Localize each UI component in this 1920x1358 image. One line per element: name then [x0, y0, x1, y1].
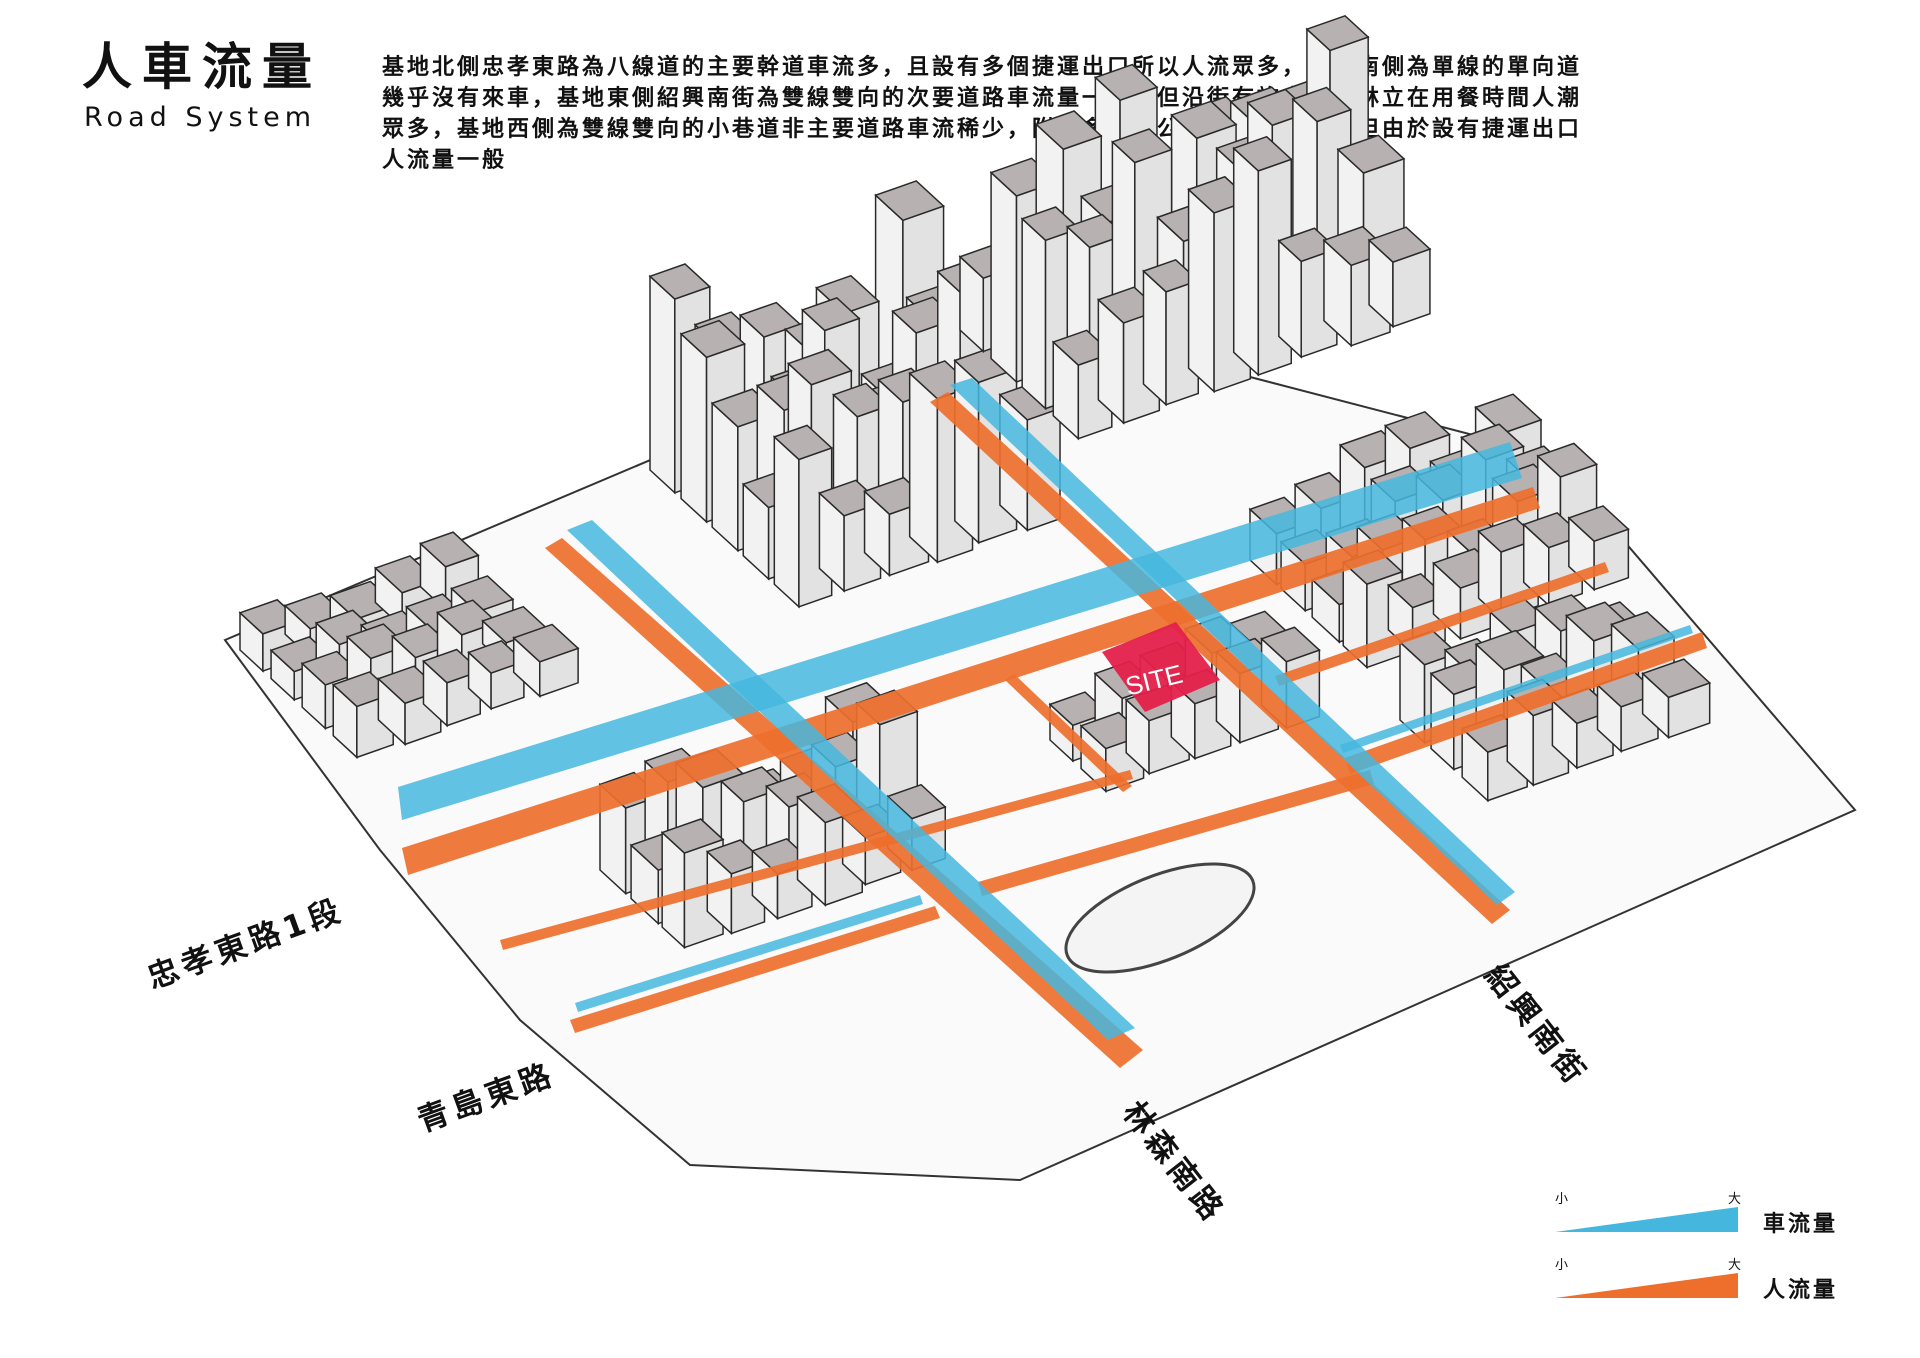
building-face: [1474, 629, 1545, 671]
car-flow-roads: [398, 378, 1693, 1040]
people-flow-east-b: [1345, 632, 1707, 774]
building-face: [886, 783, 947, 820]
building-face: [1367, 226, 1432, 263]
building-face: [786, 348, 853, 386]
legend-car-small: 小: [1555, 1192, 1569, 1207]
legend-people-label: 人流量: [1763, 1278, 1839, 1303]
building-face: [990, 170, 1018, 384]
building-face: [1305, 14, 1370, 52]
building-face: [1232, 146, 1260, 377]
page-subtitle: Road System: [84, 102, 317, 133]
people-flow-linsen: [545, 538, 1143, 1068]
description-line: 幾乎沒有來車，基地東側紹興南街為雙線雙向的次要道路車流量一般，但沿街有許多餐廳林…: [382, 86, 1583, 111]
running-track: [1064, 862, 1256, 974]
building-face: [1187, 187, 1215, 394]
building-face: [1093, 63, 1159, 102]
building-face: [1232, 135, 1293, 172]
legend-car-label: 車流量: [1763, 1212, 1839, 1237]
building-face: [800, 297, 861, 332]
legend-car-wedge: [1555, 1207, 1738, 1232]
people-flow-site-south: [978, 770, 1374, 896]
description-text: 基地北側忠孝東路為八線道的主要幹道車流多，且設有多個捷運出口所以人流眾多，基地南…: [382, 52, 1782, 176]
people-flow-roads: [402, 392, 1707, 1068]
building-face: [1536, 442, 1599, 478]
people-flow-shaoxing: [930, 392, 1510, 924]
building-face: [1110, 128, 1174, 164]
page-title: 人車流量: [82, 38, 322, 96]
building-face: [679, 319, 746, 359]
description-line: 基地北側忠孝東路為八線道的主要幹道車流多，且設有多個捷運出口所以人流眾多，基地南…: [382, 55, 1583, 80]
building-face: [649, 274, 676, 495]
people-flow-east-a: [1275, 562, 1609, 686]
building-face: [711, 401, 739, 553]
car-flow-east: [1340, 625, 1693, 753]
building-face: [1641, 658, 1712, 699]
building-face: [1567, 505, 1630, 543]
legend-people-wedge: [1555, 1273, 1738, 1298]
building-face: [660, 818, 725, 854]
building-face: [680, 332, 708, 524]
legend-people-small: 小: [1555, 1258, 1569, 1273]
building-face: [1291, 86, 1353, 123]
building-face: [1034, 110, 1103, 151]
car-flow-zhongxiao: [398, 442, 1522, 820]
building-face: [1336, 134, 1406, 174]
building-face: [1142, 269, 1167, 407]
building-face: [419, 531, 480, 568]
building-face: [1021, 217, 1047, 411]
car-flow-linsen: [567, 520, 1135, 1040]
legend-car-big: 大: [1728, 1192, 1742, 1207]
people-flow-qingdao: [570, 906, 940, 1033]
legend-people-big: 大: [1728, 1258, 1742, 1273]
building-face: [512, 623, 580, 663]
people-flow-zhongxiao: [402, 487, 1540, 875]
building-face: [648, 263, 712, 300]
building-face: [1383, 410, 1451, 450]
building-face: [773, 435, 800, 609]
building-face: [1260, 626, 1321, 663]
site-block: [1102, 622, 1220, 712]
car-flow-shaoxing: [950, 378, 1515, 905]
description-line: 人流量一般: [382, 148, 508, 173]
building-face: [772, 424, 834, 461]
building-face: [874, 180, 945, 222]
people-flow-site-west: [1005, 674, 1132, 792]
people-flow-south-lane: [500, 770, 1133, 950]
building-face: [1474, 393, 1543, 434]
building-face: [1170, 100, 1238, 140]
car-flow-qingdao: [575, 895, 923, 1012]
